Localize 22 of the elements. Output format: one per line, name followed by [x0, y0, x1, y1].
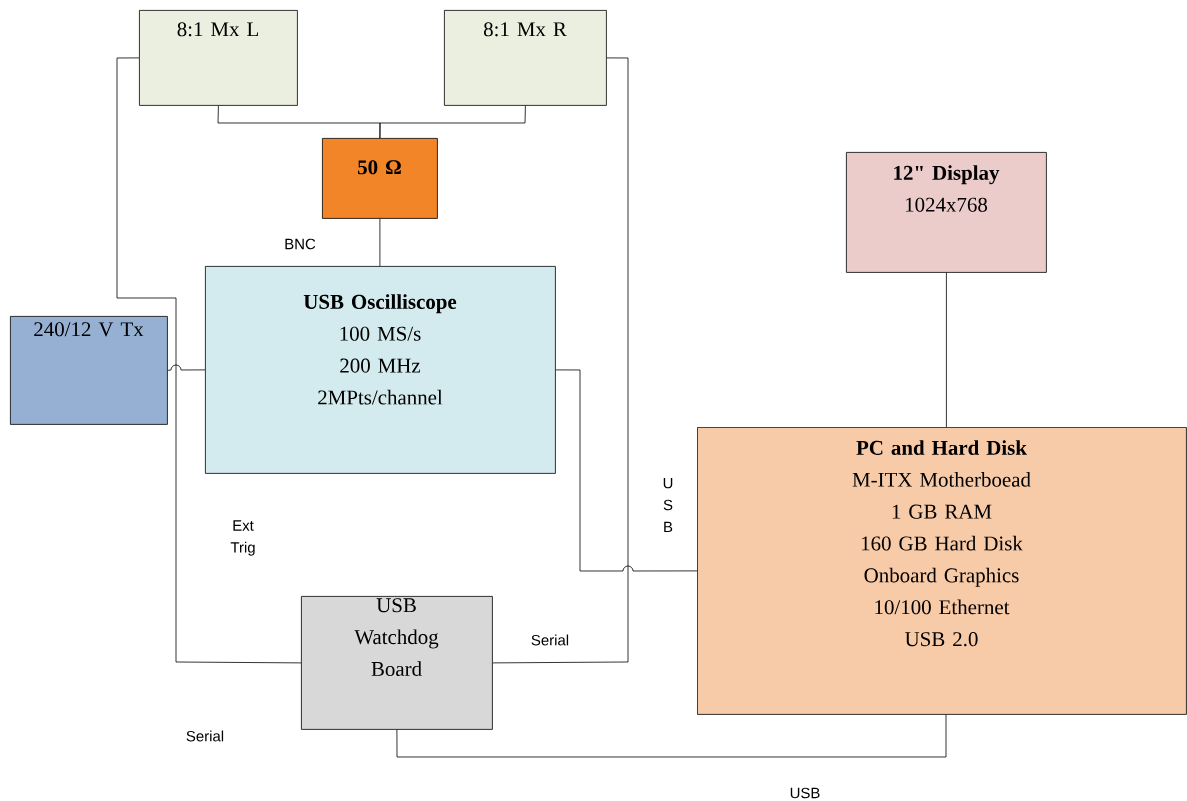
block-box: PC and Hard Disk M-ITX Motherboead 1 GB RAM 160 GB Hard Disk Onboard Graphics 10/100 Ethernet USB 2.0 [697, 427, 1187, 715]
line-label: Ext Trig [230, 520, 255, 556]
connector-line [946, 272, 947, 428]
block-box: 12" Display 1024x768 [846, 152, 1047, 273]
connector-line [379, 105, 526, 139]
connector-line [116, 57, 302, 664]
line-label: Serial [531, 634, 569, 646]
block-box: 8:1 Mx L [139, 10, 298, 106]
block-box: USB Oscilliscope 100 MS/s 200 MHz 2MPts/channel [205, 266, 556, 474]
connector-line [396, 714, 947, 758]
connector-line [555, 369, 698, 572]
block-box: 50 Ω [322, 138, 438, 219]
block-box: USB Watchdog Board [301, 596, 493, 730]
connector-line [167, 364, 206, 371]
block-box: 8:1 Mx R [444, 10, 607, 106]
line-label: BNC [285, 238, 316, 250]
line-label: USB [790, 787, 820, 799]
connector-line [492, 57, 629, 664]
line-label: U S B [663, 477, 673, 533]
connector-line [379, 218, 381, 267]
line-label: Serial [186, 730, 224, 742]
block-box: 240/12 V Tx [10, 316, 168, 425]
